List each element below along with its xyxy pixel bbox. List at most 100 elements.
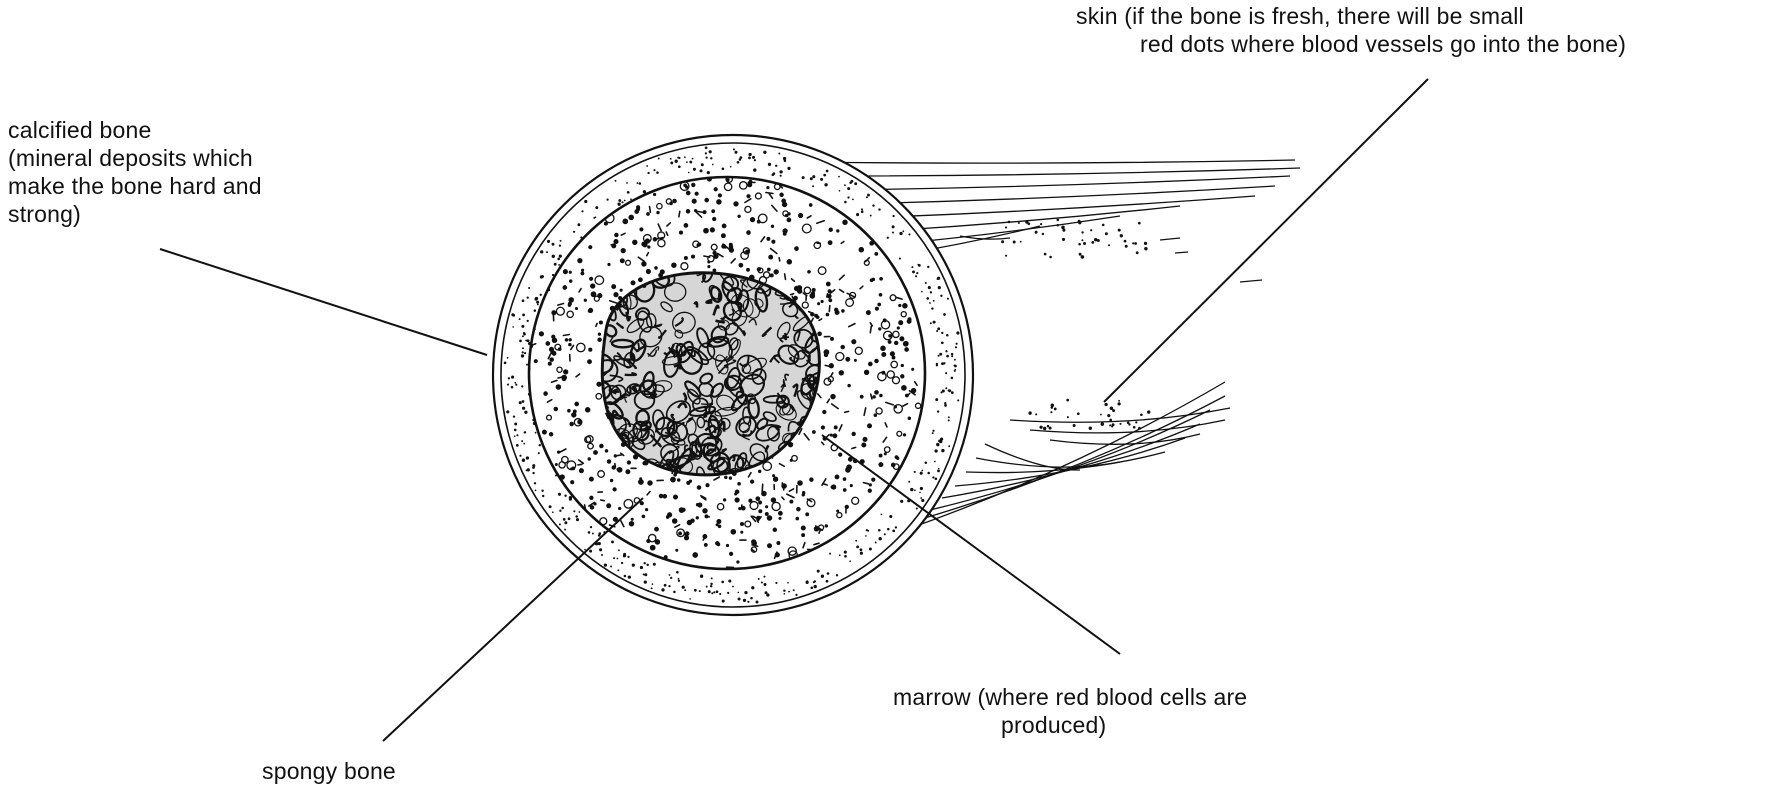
shaft-dot [1118,400,1120,402]
spongy-dash [829,306,830,312]
spongy-dot [643,243,647,247]
spongy-dot [558,348,561,351]
spongy-dot [771,225,773,227]
spongy-dash [650,207,651,213]
spongy-dot [534,360,537,363]
shaft-dot [1078,243,1081,246]
shaft-dot [1124,240,1127,243]
band-dot [652,583,654,585]
band-dot [568,517,571,520]
band-dot [866,529,868,531]
shaft-dot [1057,219,1060,222]
spongy-dash [558,377,562,378]
spongy-dot [629,521,634,526]
band-dot [936,330,938,332]
spongy-dot [691,255,694,258]
band-dot [765,591,768,594]
spongy-dot [780,193,784,197]
spongy-dot [557,451,559,453]
band-dot [534,298,537,301]
band-dot [838,176,840,178]
spongy-dot [771,498,775,502]
label-skin: skin (if the bone is fresh, there will b… [1076,2,1626,58]
band-dot [861,210,864,213]
band-dot [581,210,583,212]
band-dot [783,593,785,595]
spongy-dot [866,311,870,315]
spongy-dot [769,255,773,259]
band-dot [569,496,572,499]
shaft-dot [1005,226,1007,228]
spongy-dot [569,298,574,303]
band-dot [938,468,940,470]
band-dot [895,526,897,528]
spongy-dot [777,542,780,545]
spongy-dot [903,341,908,346]
band-dot [810,586,813,589]
band-dot [929,302,931,304]
band-dot [639,182,642,185]
shaft-dot [1057,224,1060,227]
shaft-dot [1067,416,1069,418]
band-dot [926,297,929,300]
spongy-dot [854,359,856,361]
band-dot [854,182,857,185]
spongy-dot [814,527,818,531]
spongy-dot [645,508,647,510]
spongy-dot [868,489,871,492]
band-dot [628,192,630,194]
band-dot [668,585,670,587]
spongy-dot [591,292,596,297]
band-dot [511,376,514,379]
spongy-dot [546,342,550,346]
band-dot [658,158,660,160]
band-dot [911,266,913,268]
spongy-dash [563,335,569,336]
spongy-dot [659,494,663,498]
band-dot [661,588,664,591]
spongy-dot [620,289,622,291]
spongy-dot [589,246,592,249]
shaft-dot [1081,231,1083,233]
band-dot [941,449,944,452]
spongy-dot [563,270,567,274]
spongy-dot [832,485,836,489]
spongy-dot [591,284,595,288]
band-dot [925,282,927,284]
band-dot [521,325,524,328]
band-dot [932,432,934,434]
spongy-dot [738,482,741,485]
spongy-dot [731,529,736,534]
band-dot [763,151,766,154]
band-dot [618,199,621,202]
shaft-dot [1025,220,1028,223]
spongy-dot [588,458,590,460]
label-marrow: marrow (where red blood cells are produc… [893,683,1247,739]
spongy-dot [752,541,757,546]
spongy-dash [578,464,582,465]
spongy-dot [556,385,561,390]
spongy-dot [564,370,568,374]
shaft-dot [1127,421,1130,424]
spongy-dot [590,496,593,499]
shaft-dot [1044,253,1047,256]
spongy-dot [717,520,721,524]
spongy-dot [614,240,618,244]
spongy-dot [829,228,832,231]
spongy-dot [834,426,837,429]
shaft-dot [1013,241,1016,244]
spongy-dot [843,478,846,481]
band-dot [547,240,550,243]
spongy-dot [828,241,832,245]
shaft-dot [1112,423,1115,426]
band-dot [514,429,517,432]
band-dot [684,156,686,158]
band-dot [623,555,626,558]
band-dot [935,478,938,481]
spongy-dot [870,241,874,245]
band-dot [519,318,521,320]
band-dot [523,333,526,336]
spongy-dot [787,260,792,265]
band-dot [676,571,679,574]
band-dot [793,589,795,591]
